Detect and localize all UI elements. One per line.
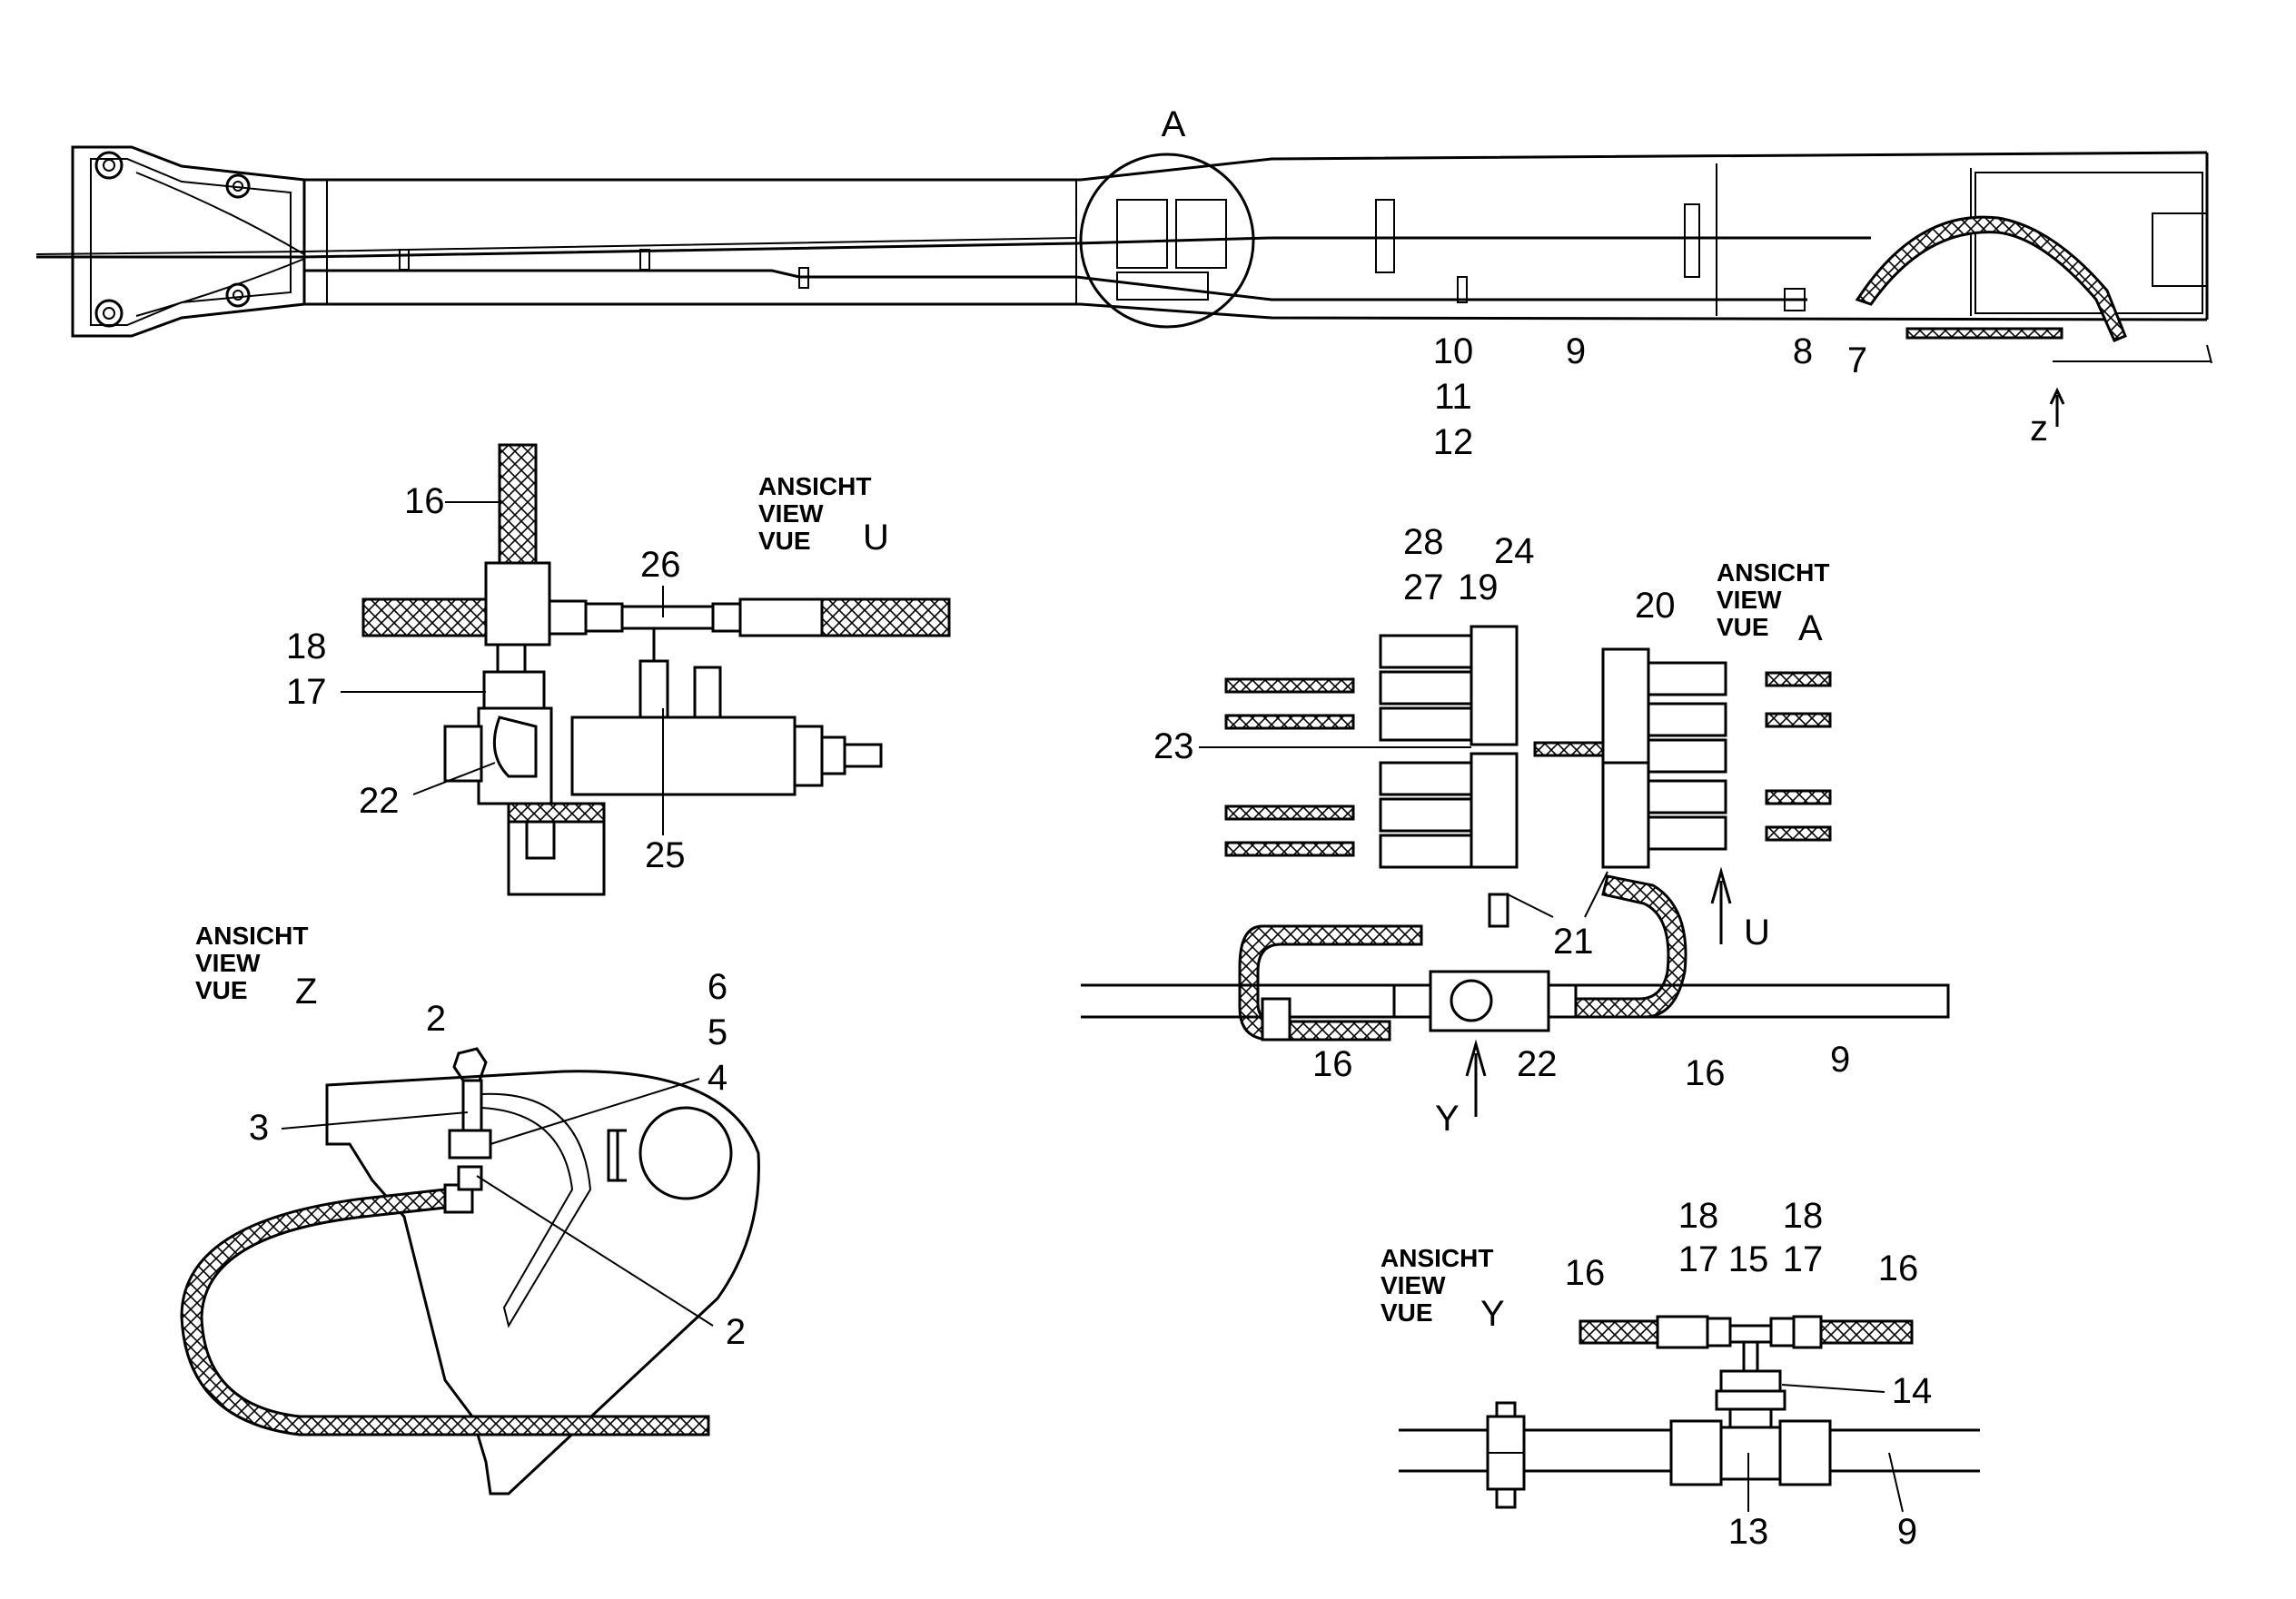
view-z-letter: Z: [295, 972, 317, 1012]
callout-26: 26: [640, 545, 681, 585]
callout-8: 8: [1793, 331, 1813, 371]
callout-3: 3: [249, 1108, 269, 1148]
callout-11: 11: [1434, 377, 1472, 417]
view-a-word-vue: VUE: [1717, 613, 1769, 641]
callout-16-y-right: 16: [1878, 1249, 1919, 1288]
callout-21: 21: [1553, 922, 1594, 962]
callout-6: 6: [708, 967, 727, 1007]
arrow-y-label: Y: [1435, 1099, 1460, 1139]
callout-16-left: 16: [1312, 1044, 1353, 1084]
callout-17-left: 17: [1678, 1239, 1719, 1279]
callout-18: 18: [286, 627, 327, 666]
callout-9-view-a: 9: [1830, 1040, 1850, 1080]
callout-27: 27: [1403, 568, 1444, 607]
callout-18-right: 18: [1783, 1196, 1824, 1236]
callout-22-lower: 22: [1517, 1044, 1558, 1084]
view-y-word-vue: VUE: [1381, 1298, 1433, 1327]
callout-16: 16: [404, 481, 445, 521]
callout-2-bottom: 2: [726, 1312, 746, 1352]
detail-a-label: A: [1162, 104, 1186, 144]
callout-24: 24: [1494, 531, 1535, 571]
callout-20: 20: [1635, 586, 1676, 626]
callout-18-left: 18: [1678, 1196, 1719, 1236]
view-y-letter: Y: [1480, 1294, 1505, 1334]
view-u-drawing: [361, 443, 951, 896]
view-u-word-vue: VUE: [758, 527, 811, 555]
callout-10: 10: [1433, 331, 1474, 371]
callout-28: 28: [1403, 522, 1444, 562]
callout-13: 13: [1728, 1512, 1769, 1552]
callout-23: 23: [1153, 726, 1194, 766]
callout-2-top: 2: [426, 999, 446, 1039]
callout-14: 14: [1892, 1371, 1933, 1411]
boom-assembly: [35, 145, 2212, 364]
callout-4: 4: [708, 1058, 727, 1098]
callout-25: 25: [645, 835, 686, 875]
view-u-word-view: VIEW: [758, 499, 824, 528]
callout-9-view-y: 9: [1897, 1512, 1917, 1552]
callout-9: 9: [1566, 331, 1586, 371]
view-u-word-ansicht: ANSICHT: [758, 472, 871, 500]
callout-7: 7: [1847, 341, 1867, 380]
view-a-letter: A: [1798, 608, 1823, 648]
view-z-word-ansicht: ANSICHT: [195, 922, 308, 950]
view-y-word-ansicht: ANSICHT: [1381, 1244, 1493, 1272]
callout-16-right: 16: [1685, 1053, 1726, 1093]
callout-19: 19: [1458, 568, 1499, 607]
view-a-drawing: [1081, 625, 1950, 1117]
view-y-drawing: [1399, 1315, 1980, 1509]
callout-17-right: 17: [1783, 1239, 1824, 1279]
callout-22: 22: [359, 781, 400, 821]
detail-a-circle: [1079, 153, 1255, 329]
callout-16-y-left: 16: [1565, 1253, 1606, 1293]
z-arrow-icon: [2049, 387, 2065, 427]
callout-17: 17: [286, 672, 327, 712]
view-a-word-ansicht: ANSICHT: [1717, 558, 1829, 587]
callout-12: 12: [1433, 422, 1474, 462]
view-a-word-view: VIEW: [1717, 586, 1782, 614]
z-label: z: [2030, 409, 2048, 449]
view-z-word-vue: VUE: [195, 976, 248, 1004]
callout-15: 15: [1728, 1239, 1769, 1279]
view-u-letter: U: [863, 518, 889, 558]
view-z-word-view: VIEW: [195, 949, 261, 977]
arrow-u-label: U: [1744, 913, 1770, 952]
callout-5: 5: [708, 1012, 727, 1052]
view-y-word-view: VIEW: [1381, 1271, 1446, 1299]
